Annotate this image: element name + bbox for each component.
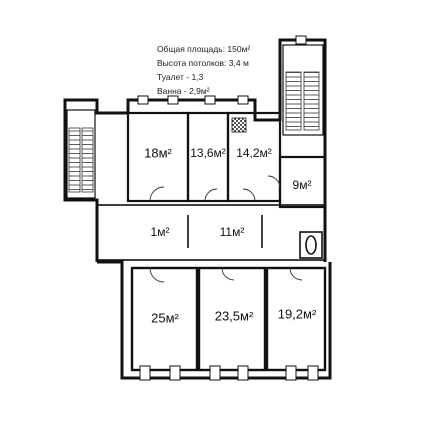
room-label-14-2: 14,2м² <box>236 146 272 160</box>
bath-text: Ванна - 2,9м² <box>157 86 210 96</box>
left-staircase <box>66 109 96 199</box>
bathroom-tiles <box>231 117 247 133</box>
room-label-25: 25м² <box>151 310 179 326</box>
ceiling-height-text: Высота потолков: 3,4 м <box>157 58 249 68</box>
property-info: Общая площадь: 150м² Высота потолков: 3,… <box>157 42 250 98</box>
room-label-13-6: 13,6м² <box>190 146 226 160</box>
right-staircase <box>282 44 324 136</box>
room-label-19-2: 19,2м² <box>277 306 317 322</box>
upper-rooms <box>126 111 327 209</box>
room-label-11: 11м² <box>219 225 245 239</box>
room-label-9: 9м² <box>292 178 312 192</box>
window-marks <box>137 35 319 381</box>
room-label-1: 1м² <box>150 225 170 239</box>
door-swings <box>149 175 303 283</box>
total-area-text: Общая площадь: 150м² <box>157 44 251 54</box>
room-label-23-5: 23,5м² <box>214 308 254 324</box>
corridor <box>96 204 326 261</box>
toilet-text: Туалет - 1,3 <box>157 72 204 82</box>
room-label-18: 18м² <box>144 145 172 161</box>
